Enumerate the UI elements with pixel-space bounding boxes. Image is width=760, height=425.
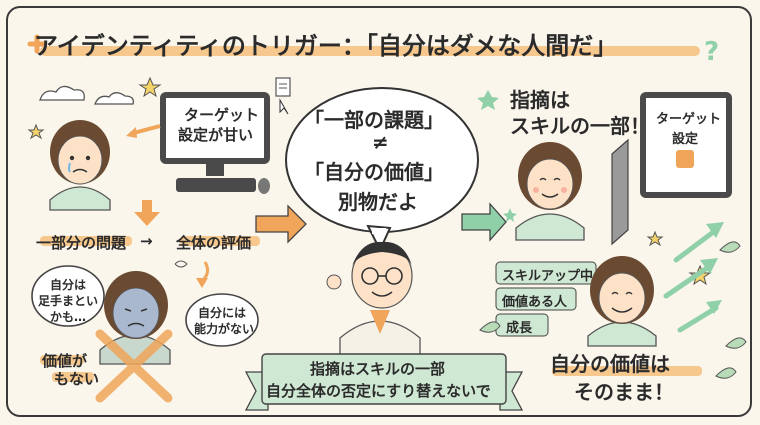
right-arrow-icon [255, 204, 307, 244]
happy-person-illustration [515, 142, 585, 241]
bubble-line1: 「一部の課題」 [304, 108, 444, 132]
label-bottom-line2: もない [54, 370, 100, 388]
bubble-line4: 別物だよ [338, 190, 418, 214]
highlight-bar [40, 236, 132, 246]
depressed-person-illustration [99, 271, 171, 365]
tag-valuable-person: 価値ある人 [502, 295, 568, 310]
bubble-left-line1: 自分は [50, 278, 87, 292]
thought-bubble-left [31, 265, 105, 327]
page-title: アイデンティティのトリガー：「自分はダメな人間だ」 [34, 32, 618, 60]
right-footer-line2: そのまま！ [574, 380, 674, 404]
down-arrow-icon [134, 200, 160, 226]
plus-sign-decoration [27, 34, 47, 54]
banner-line1: 指摘はスキルの一部 [310, 360, 446, 378]
monitor-illustration [160, 92, 270, 194]
question-mark-icon: ? [704, 37, 719, 67]
label-bottom-line1: 価値が [42, 352, 88, 370]
tablet-illustration [611, 138, 629, 246]
tag-box [495, 287, 577, 311]
highlight-bar [52, 372, 94, 382]
highlight-bar [552, 366, 702, 376]
card-screen [646, 98, 726, 192]
tag-growth: 成長 [506, 321, 533, 336]
arrow-head-icon [126, 127, 137, 138]
highlight-bar [180, 236, 260, 246]
tag-skill-up: スキルアップ中 [502, 269, 594, 284]
monitor-text-line1: ターゲット [184, 106, 260, 124]
card-line1: ターゲット [656, 112, 722, 127]
smiling-person-illustration [587, 256, 657, 347]
right-footer-line1: 自分の価値は [550, 352, 670, 376]
sparkle-icon [477, 90, 517, 222]
title-highlight [40, 46, 700, 56]
curved-arrow-icon [201, 261, 210, 282]
right-heading-line1: 指摘は [510, 88, 570, 112]
outer-frame [6, 6, 752, 417]
document-icon [275, 77, 291, 115]
bubble-line2: ≠ [372, 130, 389, 154]
sad-person-illustration [49, 120, 111, 211]
cloud-icon [39, 85, 134, 105]
speech-bubble-joint [372, 228, 386, 234]
card-line2: 設定 [672, 132, 699, 147]
thought-bubble-right [185, 293, 259, 347]
flow-right-label: 全体の評価 [176, 234, 252, 252]
bubble-line3: 「自分の価値」 [304, 160, 444, 184]
bubble-left-line3: かも… [50, 310, 87, 324]
leaf-icon [479, 241, 747, 379]
scribble-icon [174, 260, 188, 268]
right-heading-line2: スキルの一部！ [510, 114, 650, 138]
bubble-right-line1: 自分には [198, 306, 247, 320]
arrow-head-icon [700, 222, 724, 314]
monitor-text-line2: 設定が甘い [178, 126, 254, 144]
highlight-bar [40, 355, 84, 365]
right-arrow-icon [461, 202, 507, 242]
puzzle-piece-icon [676, 150, 694, 168]
bubble-left-line2: 足手まとい [38, 294, 99, 308]
bubble-right-line2: 能力がない [194, 322, 255, 336]
banner-line2: 自分全体の否定にすり替えないで [266, 382, 491, 400]
flow-left-label: 一部分の問題 [36, 234, 127, 252]
arrow-head-icon [196, 278, 208, 288]
growth-arrow-icon [663, 227, 719, 333]
ribbon-banner [244, 353, 524, 411]
cross-mark-icon [95, 329, 173, 403]
flow-arrow: → [140, 232, 153, 250]
